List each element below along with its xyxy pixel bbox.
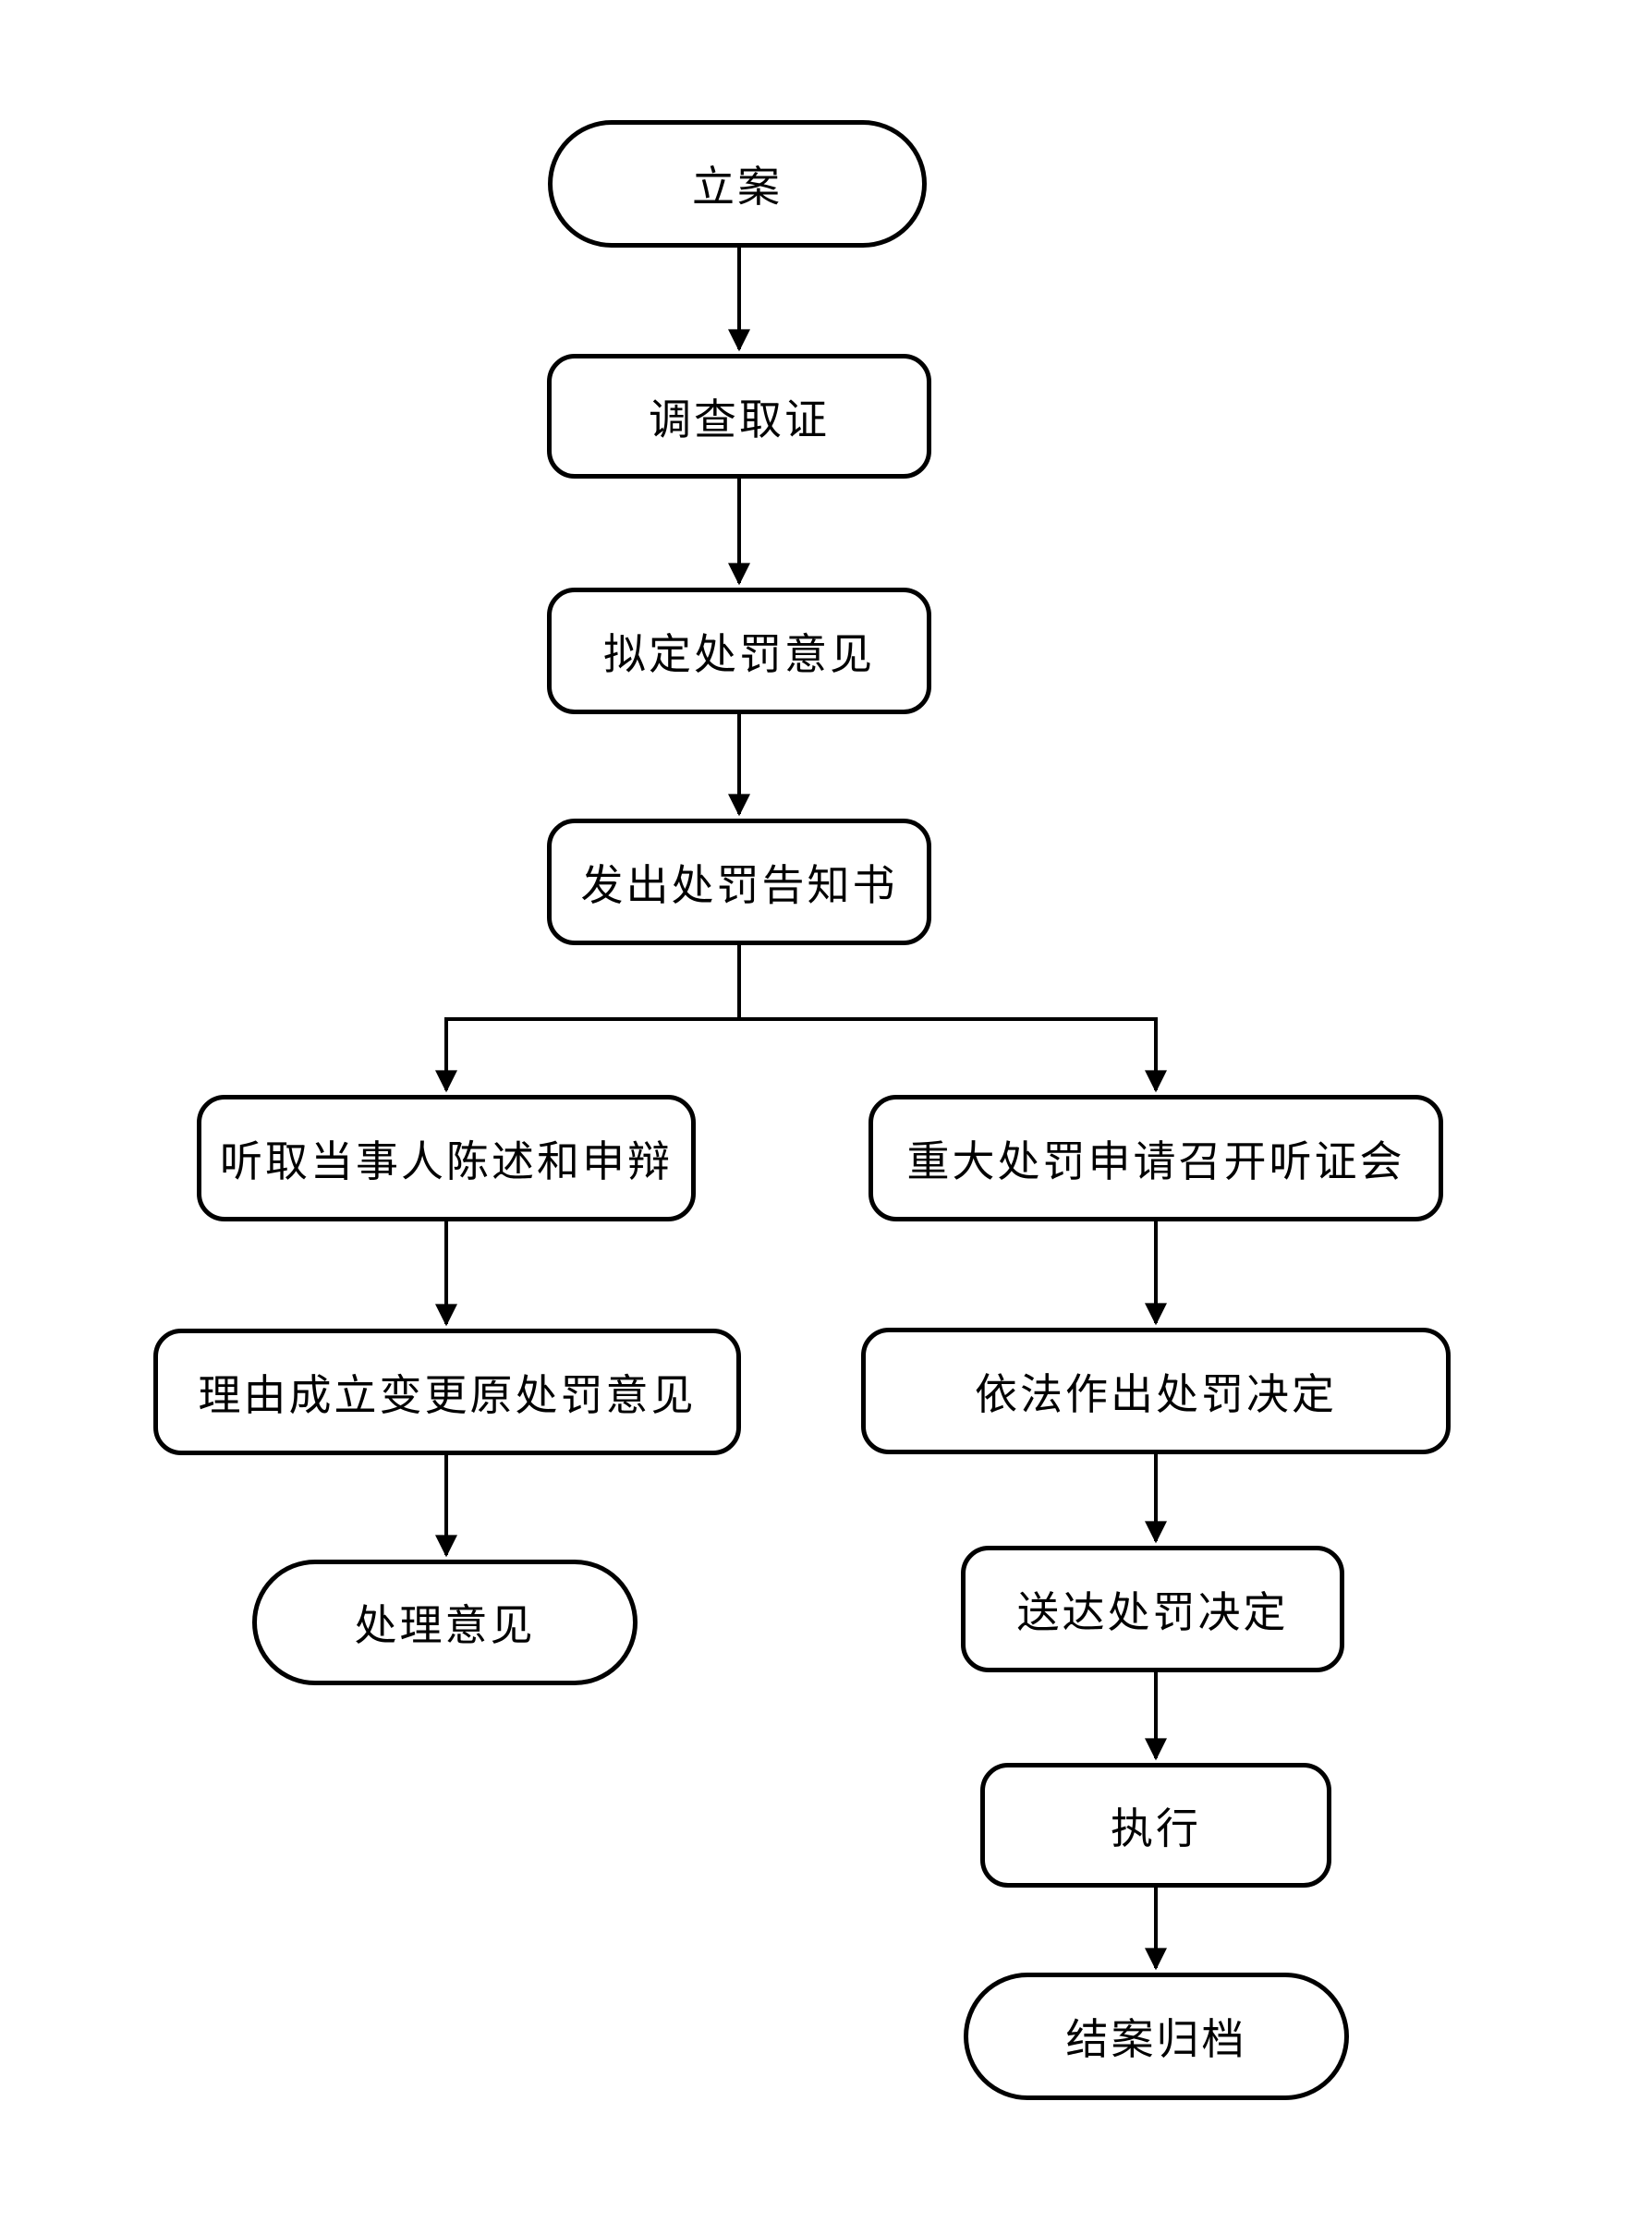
node-label: 调查取证 — [649, 395, 830, 443]
node-diao-cha-qu-zheng: 调查取证 — [547, 354, 931, 479]
node-li-an: 立案 — [548, 120, 927, 248]
node-zhong-da-ting-zheng: 重大处罚申请召开听证会 — [869, 1095, 1443, 1221]
node-label: 结案归档 — [1065, 2016, 1247, 2063]
node-label: 拟定处罚意见 — [603, 630, 875, 678]
node-zhi-xing: 执行 — [980, 1763, 1331, 1888]
node-label: 立案 — [692, 164, 783, 211]
node-label: 送达处罚决定 — [1016, 1588, 1289, 1636]
node-label: 依法作出处罚决定 — [975, 1370, 1337, 1418]
node-chu-li-yi-jian: 处理意见 — [252, 1560, 638, 1685]
node-song-da-jue-ding: 送达处罚决定 — [961, 1546, 1344, 1672]
node-yi-fa-jue-ding: 依法作出处罚决定 — [861, 1328, 1451, 1454]
node-label: 执行 — [1111, 1804, 1201, 1852]
node-li-you-bian-geng: 理由成立变更原处罚意见 — [153, 1329, 741, 1455]
node-label: 重大处罚申请召开听证会 — [906, 1137, 1405, 1185]
node-label: 发出处罚告知书 — [580, 861, 898, 909]
node-label: 听取当事人陈述和申辩 — [220, 1137, 673, 1185]
node-ni-ding-yi-jian: 拟定处罚意见 — [547, 588, 931, 714]
node-label: 处理意见 — [354, 1602, 536, 1649]
node-jie-an-gui-dang: 结案归档 — [964, 1973, 1349, 2100]
node-ting-qu-shen-bian: 听取当事人陈述和申辩 — [197, 1095, 696, 1221]
node-fa-chu-gao-zhi: 发出处罚告知书 — [547, 819, 931, 945]
node-label: 理由成立变更原处罚意见 — [198, 1371, 697, 1419]
